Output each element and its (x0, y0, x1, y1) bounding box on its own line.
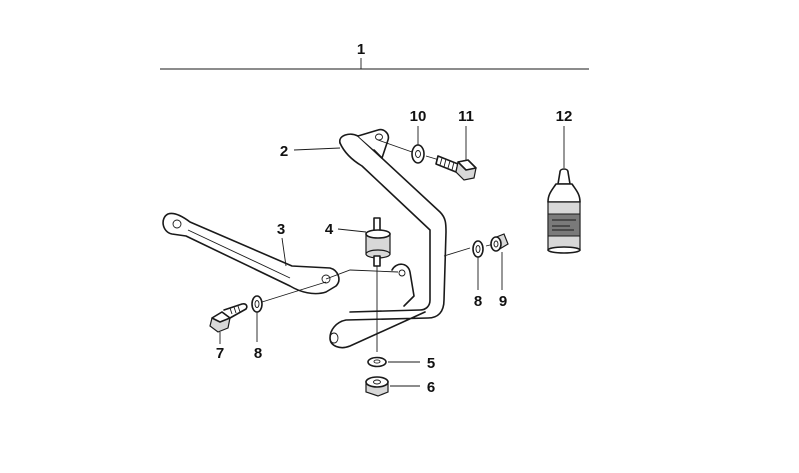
part-11-bolt (435, 155, 477, 181)
callout-9: 9 (499, 293, 507, 310)
assembly-line-a (325, 269, 399, 280)
assembly-line-e (443, 247, 471, 257)
part-10-washer (411, 144, 425, 164)
callout-12: 12 (556, 108, 573, 125)
callout-5: 5 (427, 355, 435, 372)
part-12-adhesive-bottle (547, 168, 581, 254)
part-3-strut (162, 212, 340, 295)
callout-10: 10 (410, 108, 427, 125)
part-9-bushing (490, 233, 509, 252)
leader-3 (281, 237, 287, 267)
part-7-bolt (209, 303, 248, 333)
callout-6: 6 (427, 379, 435, 396)
assembly-line-c (377, 139, 413, 153)
part-6-nut (365, 376, 389, 397)
callout-8-right: 8 (474, 293, 482, 310)
leader-2 (293, 147, 341, 151)
part-5-washer (367, 356, 387, 368)
part-4-rubber-mount (365, 217, 391, 267)
part-2-bracket (329, 128, 447, 349)
callout-3: 3 (277, 221, 285, 238)
callout-2: 2 (280, 143, 288, 160)
leader-4 (337, 228, 367, 233)
part-8-washer-left (251, 295, 263, 313)
callout-8-left: 8 (254, 345, 262, 362)
assembly-line-b (261, 281, 327, 303)
callout-11: 11 (458, 108, 474, 125)
callout-4: 4 (325, 221, 334, 238)
callout-7: 7 (216, 345, 224, 362)
callout-1: 1 (357, 41, 365, 58)
part-8-washer-right (472, 240, 484, 258)
